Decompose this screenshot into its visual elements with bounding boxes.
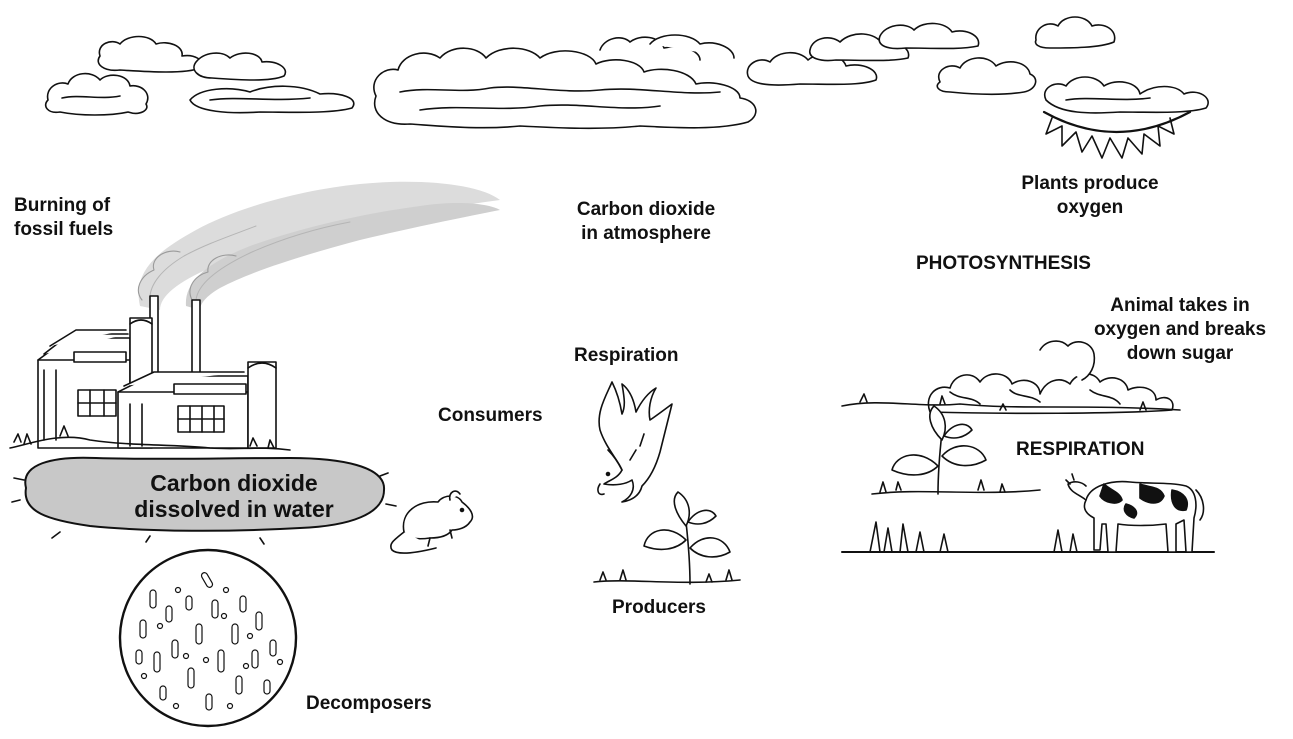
burning-line-1: Burning of: [14, 194, 113, 218]
cloud-icon: [190, 86, 354, 112]
consumers-label: Consumers: [438, 404, 543, 428]
co2-atmosphere-line-2: in atmosphere: [550, 222, 742, 246]
burning-fossil-fuels-label: Burning of fossil fuels: [14, 194, 113, 242]
animal-line-2: oxygen and breaks: [1072, 318, 1288, 342]
factory-icon: [38, 296, 276, 448]
cloud-icon: [374, 35, 756, 128]
photosynthesis-label: PHOTOSYNTHESIS: [916, 252, 1091, 276]
co2-water-line-1: Carbon dioxide: [104, 470, 364, 496]
respiration-upper-label: RESPIRATION: [1016, 438, 1144, 462]
animal-line-3: down sugar: [1072, 342, 1288, 366]
co2-atmosphere-line-1: Carbon dioxide: [550, 198, 742, 222]
plant-icon: [644, 492, 730, 584]
burning-line-2: fossil fuels: [14, 218, 113, 242]
plants-line-1: Plants produce: [990, 172, 1190, 196]
co2-water-line-2: dissolved in water: [104, 496, 364, 522]
rat-icon: [391, 491, 473, 553]
co2-dissolved-water-label: Carbon dioxide dissolved in water: [104, 470, 364, 522]
sun-icon: [1044, 112, 1190, 158]
plant-icon: [892, 406, 986, 494]
co2-atmosphere-label: Carbon dioxide in atmosphere: [550, 198, 742, 246]
animal-line-1: Animal takes in: [1072, 294, 1288, 318]
decomposers-label: Decomposers: [306, 692, 432, 716]
bacteria-circle-icon: [120, 550, 296, 726]
producers-label: Producers: [612, 596, 706, 620]
eagle-icon: [598, 382, 672, 502]
plants-produce-oxygen-label: Plants produce oxygen: [990, 172, 1190, 220]
cloud-icon: [1045, 77, 1208, 113]
plants-line-2: oxygen: [990, 196, 1190, 220]
respiration-label: Respiration: [574, 344, 679, 368]
cow-icon: [1066, 474, 1203, 552]
smoke-icon: [138, 182, 500, 310]
animal-takes-in-label: Animal takes in oxygen and breaks down s…: [1072, 294, 1288, 366]
grass-icon: [594, 570, 740, 582]
